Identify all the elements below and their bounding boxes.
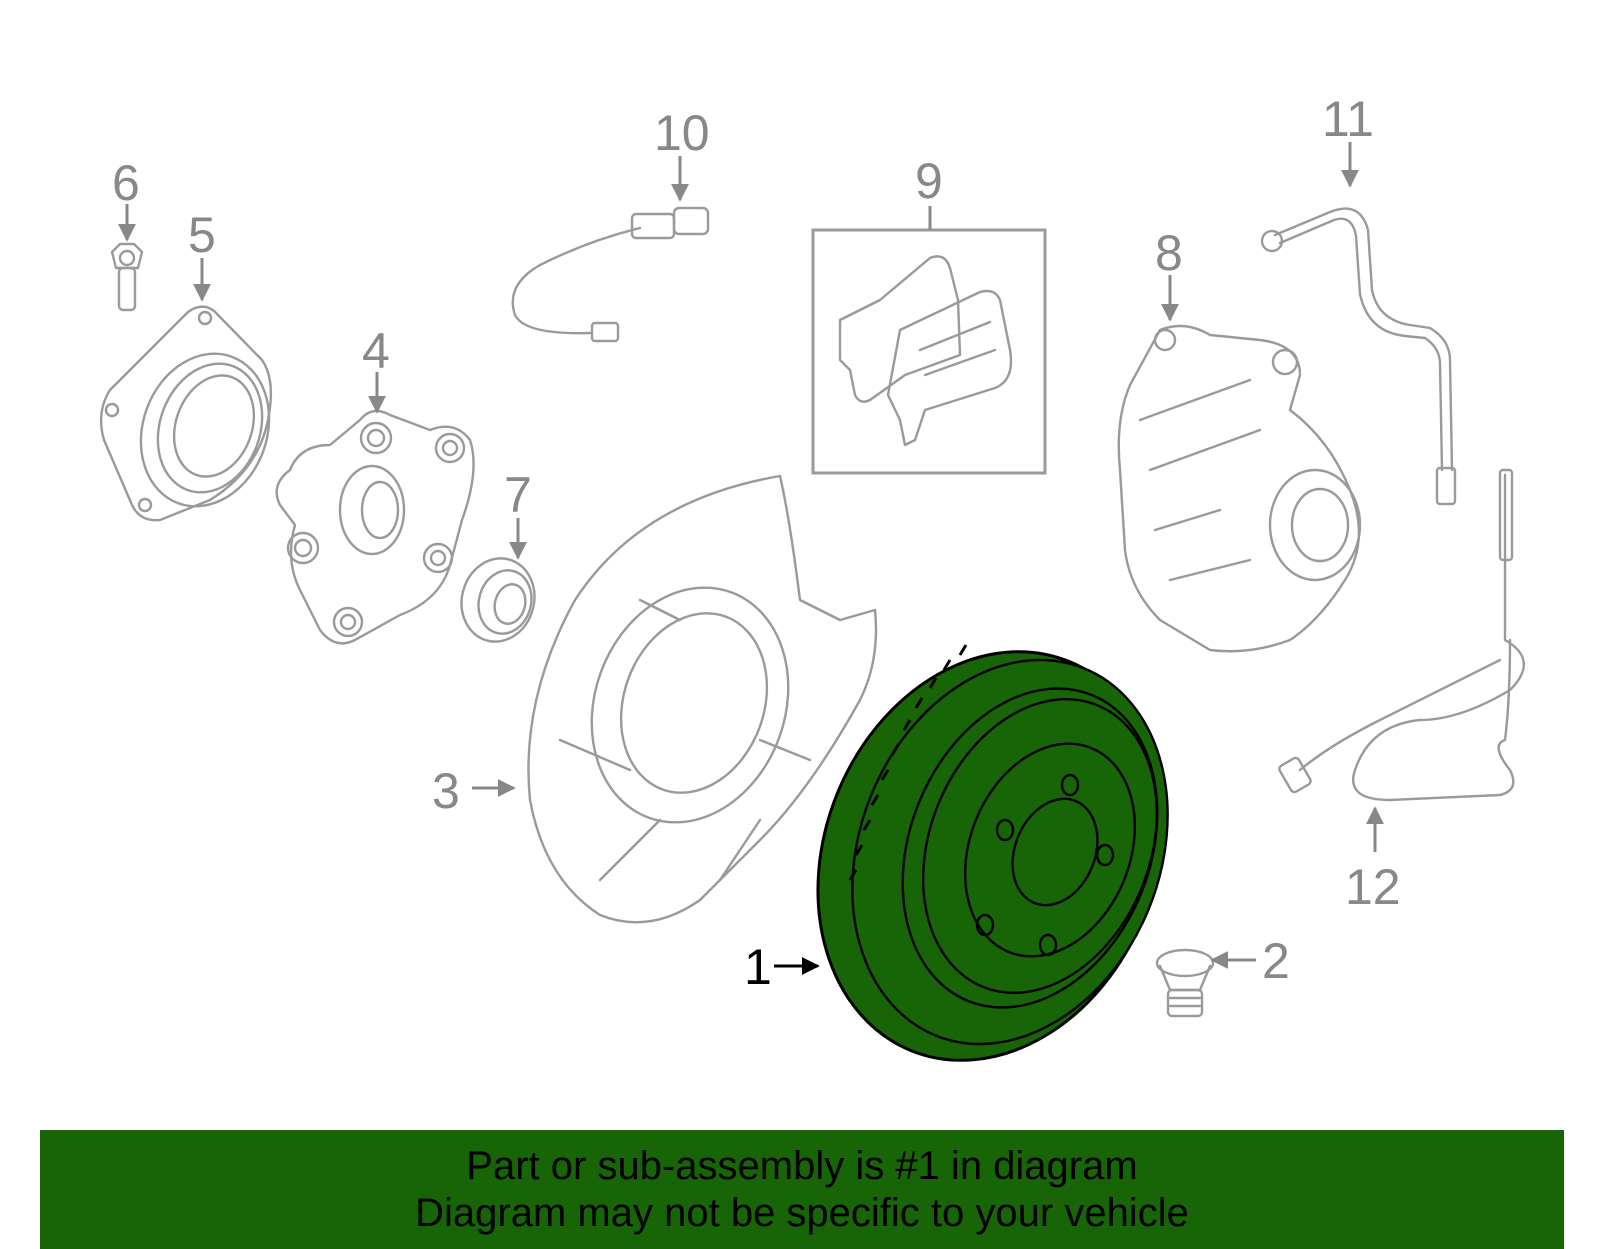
part-9-brake-pads[interactable] bbox=[811, 228, 1047, 475]
part-3-backing-plate[interactable] bbox=[527, 474, 878, 924]
part-6-bolt[interactable] bbox=[110, 242, 144, 312]
callout-6[interactable]: 6 bbox=[112, 155, 140, 211]
callout-10[interactable]: 10 bbox=[654, 105, 710, 161]
callout-12[interactable]: 12 bbox=[1345, 859, 1401, 915]
callout-7[interactable]: 7 bbox=[504, 467, 532, 523]
part-7-bearing-ring[interactable] bbox=[452, 550, 543, 650]
callout-5[interactable]: 5 bbox=[188, 207, 216, 263]
banner-line-2: Diagram may not be specific to your vehi… bbox=[415, 1191, 1189, 1235]
part-12-abs-sensor[interactable] bbox=[1278, 468, 1526, 802]
callout-9[interactable]: 9 bbox=[915, 153, 943, 209]
callout-3[interactable]: 3 bbox=[432, 763, 460, 819]
part-1-brake-rotor[interactable] bbox=[758, 599, 1223, 1112]
banner-line-1: Part or sub-assembly is #1 in diagram bbox=[466, 1144, 1138, 1188]
part-8-caliper[interactable] bbox=[1117, 324, 1362, 653]
info-banner: Part or sub-assembly is #1 in diagram Di… bbox=[40, 1130, 1564, 1249]
part-10-wear-sensor[interactable] bbox=[511, 206, 710, 343]
part-11-brake-hose[interactable] bbox=[1260, 207, 1457, 506]
part-2-plug[interactable] bbox=[1155, 948, 1215, 1018]
callout-8[interactable]: 8 bbox=[1155, 225, 1183, 281]
callout-2[interactable]: 2 bbox=[1262, 933, 1290, 989]
callout-11[interactable]: 11 bbox=[1322, 91, 1374, 147]
part-4-wheel-carrier[interactable] bbox=[275, 409, 475, 645]
part-5-hub-bearing[interactable] bbox=[99, 305, 290, 525]
callout-1[interactable]: 1 bbox=[744, 939, 772, 995]
callout-4[interactable]: 4 bbox=[362, 323, 390, 379]
